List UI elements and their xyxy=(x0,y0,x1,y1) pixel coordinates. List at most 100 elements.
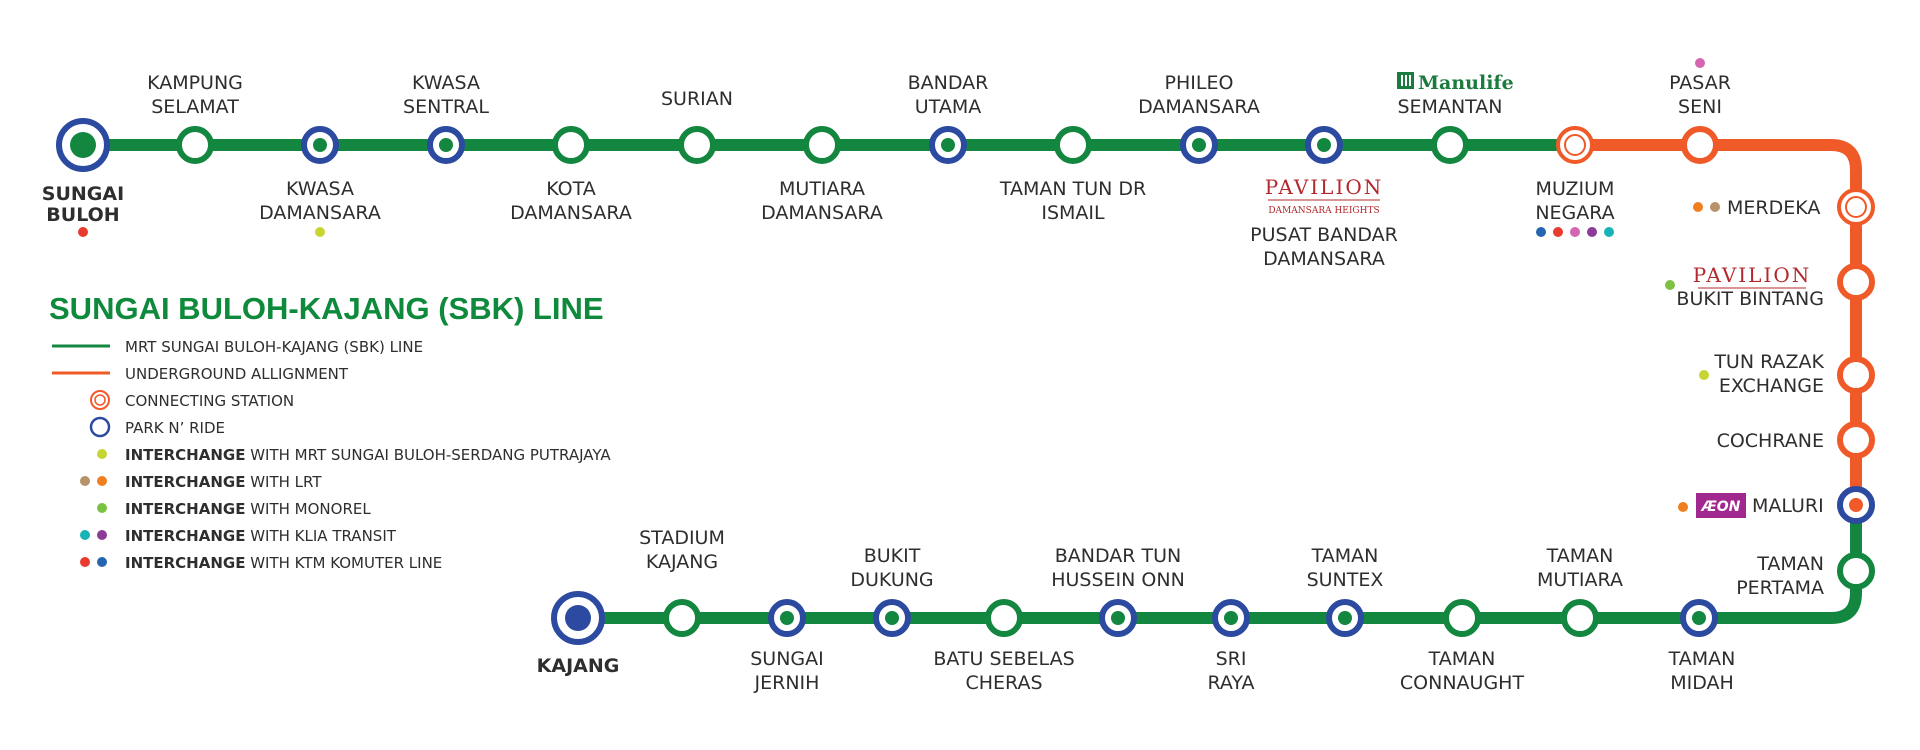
legend-item-sbk-line: MRT SUNGAI BULOH-KAJANG (SBK) LINE xyxy=(125,338,423,356)
ktm-interchange-dot xyxy=(78,227,88,237)
station-taman-suntex[interactable] xyxy=(1326,599,1364,637)
station-sungai-jernih[interactable] xyxy=(768,599,806,637)
station-kwasa-sentral[interactable] xyxy=(427,126,465,164)
track-green-south xyxy=(578,505,1862,624)
pavilion-bukit-bintang-logo: PAVILION xyxy=(1693,263,1812,289)
legend-item-underground: UNDERGROUND ALLIGNMENT xyxy=(125,365,349,383)
station-kwasa-damansara[interactable] xyxy=(301,126,339,164)
legend-lrt-tan-dot xyxy=(80,476,90,486)
legend-klia-purple-dot xyxy=(97,530,107,540)
station-sri-raya[interactable] xyxy=(1212,599,1250,637)
legend-monorail-dot xyxy=(97,503,107,513)
station-surian[interactable] xyxy=(678,126,716,164)
manulife-logo: Manulife xyxy=(1397,72,1514,94)
trx-interchange-dot xyxy=(1699,370,1709,380)
merdeka-interchange-dots xyxy=(1693,202,1720,212)
legend-klia-teal-dot xyxy=(80,530,90,540)
svg-text:PAVILION: PAVILION xyxy=(1693,263,1812,287)
label-semantan: SEMANTAN xyxy=(1397,96,1502,118)
label-merdeka: MERDEKA xyxy=(1727,197,1820,219)
legend-lrt-orange-dot xyxy=(97,476,107,486)
station-trx[interactable] xyxy=(1837,356,1875,394)
station-taman-mutiara[interactable] xyxy=(1561,599,1599,637)
legend-park-ride-icon xyxy=(89,416,111,438)
interchange-dots xyxy=(78,58,1720,512)
station-merdeka[interactable] xyxy=(1837,188,1875,226)
station-phileo-damansara[interactable] xyxy=(1180,126,1218,164)
station-muzium-negara[interactable] xyxy=(1556,126,1594,164)
station-pusat-bandar-damansara[interactable] xyxy=(1305,126,1343,164)
legend-item-interchange-monorail: INTERCHANGE WITH MONOREL xyxy=(125,500,371,518)
station-cochrane[interactable] xyxy=(1837,421,1875,459)
station-batu-sebelas-cheras[interactable] xyxy=(985,599,1023,637)
legend-item-interchange-klia: INTERCHANGE WITH KLIA TRANSIT xyxy=(125,527,397,545)
label-bukit-bintang: BUKIT BINTANG xyxy=(1676,288,1824,310)
stations xyxy=(56,118,1875,645)
legend-connecting-station-icon xyxy=(90,390,110,410)
station-semantan[interactable] xyxy=(1431,126,1469,164)
label-cochrane: COCHRANE xyxy=(1717,430,1824,452)
legend-item-connecting-station: CONNECTING STATION xyxy=(125,392,294,410)
maluri-interchange-dot xyxy=(1678,502,1688,512)
sbk-ssp-interchange-dot xyxy=(315,227,325,237)
monorail-interchange-dot xyxy=(1665,280,1675,290)
station-mutiara-damansara[interactable] xyxy=(803,126,841,164)
label-maluri: MALURI xyxy=(1752,495,1824,517)
station-taman-midah[interactable] xyxy=(1680,599,1718,637)
station-ttdi[interactable] xyxy=(1054,126,1092,164)
station-taman-connaught[interactable] xyxy=(1443,599,1481,637)
track-underground xyxy=(1573,139,1862,505)
station-kajang[interactable] xyxy=(551,591,605,645)
muzium-negara-interchange-dots xyxy=(1536,227,1614,237)
station-kampung-selamat[interactable] xyxy=(176,126,214,164)
station-kota-damansara[interactable] xyxy=(552,126,590,164)
aeon-logo: ÆON xyxy=(1696,493,1746,518)
legend-title: SUNGAI BULOH-KAJANG (SBK) LINE xyxy=(49,291,604,326)
legend-item-interchange-ktm: INTERCHANGE WITH KTM KOMUTER LINE xyxy=(125,554,442,572)
legend-ktm-blue-dot xyxy=(97,557,107,567)
legend-ktm-red-dot xyxy=(80,557,90,567)
svg-text:Manulife: Manulife xyxy=(1418,72,1514,94)
station-bukit-bintang[interactable] xyxy=(1837,263,1875,301)
station-stadium-kajang[interactable] xyxy=(663,599,701,637)
legend: SUNGAI BULOH-KAJANG (SBK) LINE MRT SUNGA… xyxy=(49,291,611,572)
station-pasar-seni[interactable] xyxy=(1681,126,1719,164)
station-bandar-tun-hussein-onn[interactable] xyxy=(1099,599,1137,637)
svg-text:PAVILION: PAVILION xyxy=(1265,175,1384,199)
label-kajang: KAJANG xyxy=(537,655,620,677)
pasar-seni-interchange-dot xyxy=(1695,58,1705,68)
svg-text:ÆON: ÆON xyxy=(1700,499,1741,515)
station-bandar-utama[interactable] xyxy=(929,126,967,164)
legend-sbk-ssp-dot xyxy=(97,449,107,459)
station-bukit-dukung[interactable] xyxy=(873,599,911,637)
station-sungai-buloh[interactable] xyxy=(56,118,110,172)
station-maluri[interactable] xyxy=(1837,486,1875,524)
legend-item-interchange-lrt: INTERCHANGE WITH LRT xyxy=(125,473,322,491)
station-taman-pertama[interactable] xyxy=(1837,552,1875,590)
svg-text:DAMANSARA HEIGHTS: DAMANSARA HEIGHTS xyxy=(1268,206,1379,216)
